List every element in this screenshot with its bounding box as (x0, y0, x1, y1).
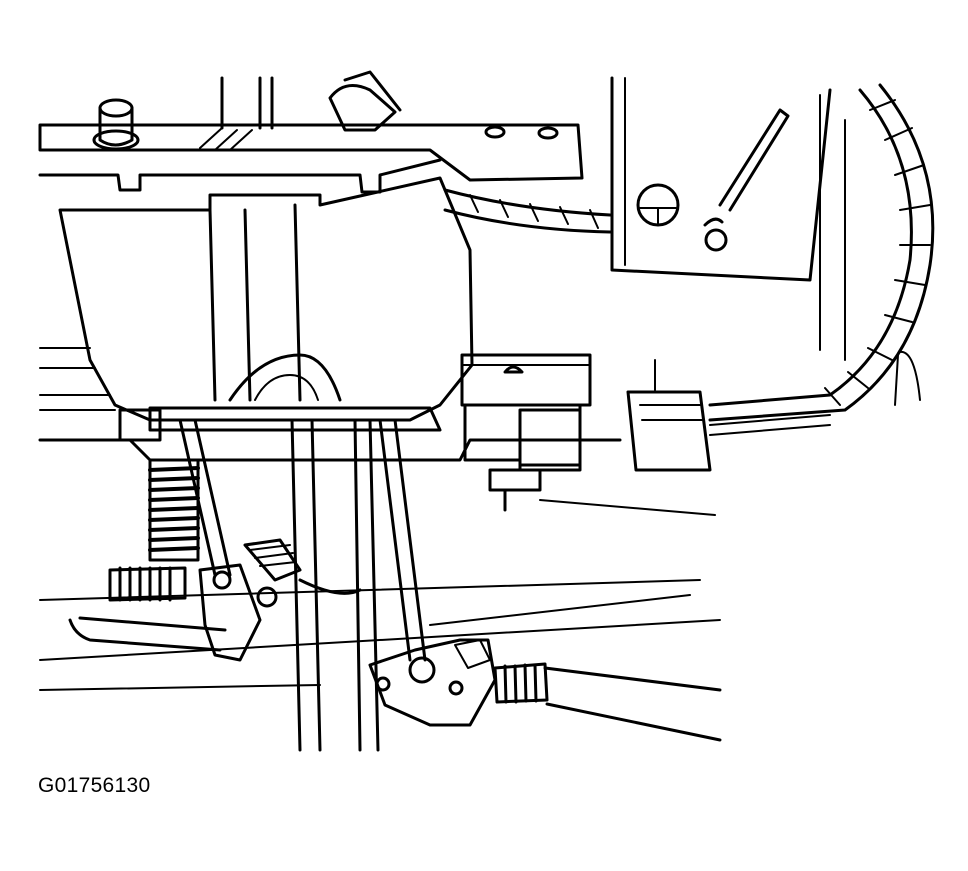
electrical-connector-right (626, 359, 712, 472)
top-mounting-plate (38, 123, 584, 194)
column-shaft-top (220, 70, 402, 132)
horizontal-rods (39, 499, 722, 742)
left-coil-spring (108, 566, 187, 602)
left-spring (148, 458, 200, 562)
right-mounting-plate (610, 76, 921, 406)
right-lever-bracket (368, 638, 497, 727)
left-clip (243, 538, 302, 608)
steering-column-lower (290, 418, 380, 752)
right-spring (493, 662, 549, 704)
column-housing (58, 176, 474, 442)
figure-code: G01756130 (38, 774, 151, 797)
right-lever-rod (378, 418, 427, 662)
lower-crossbar (38, 347, 622, 462)
wiring-harness (443, 83, 935, 436)
left-lever-arm (68, 418, 262, 662)
top-bolt (92, 98, 140, 151)
electrical-connector-left (460, 353, 592, 512)
